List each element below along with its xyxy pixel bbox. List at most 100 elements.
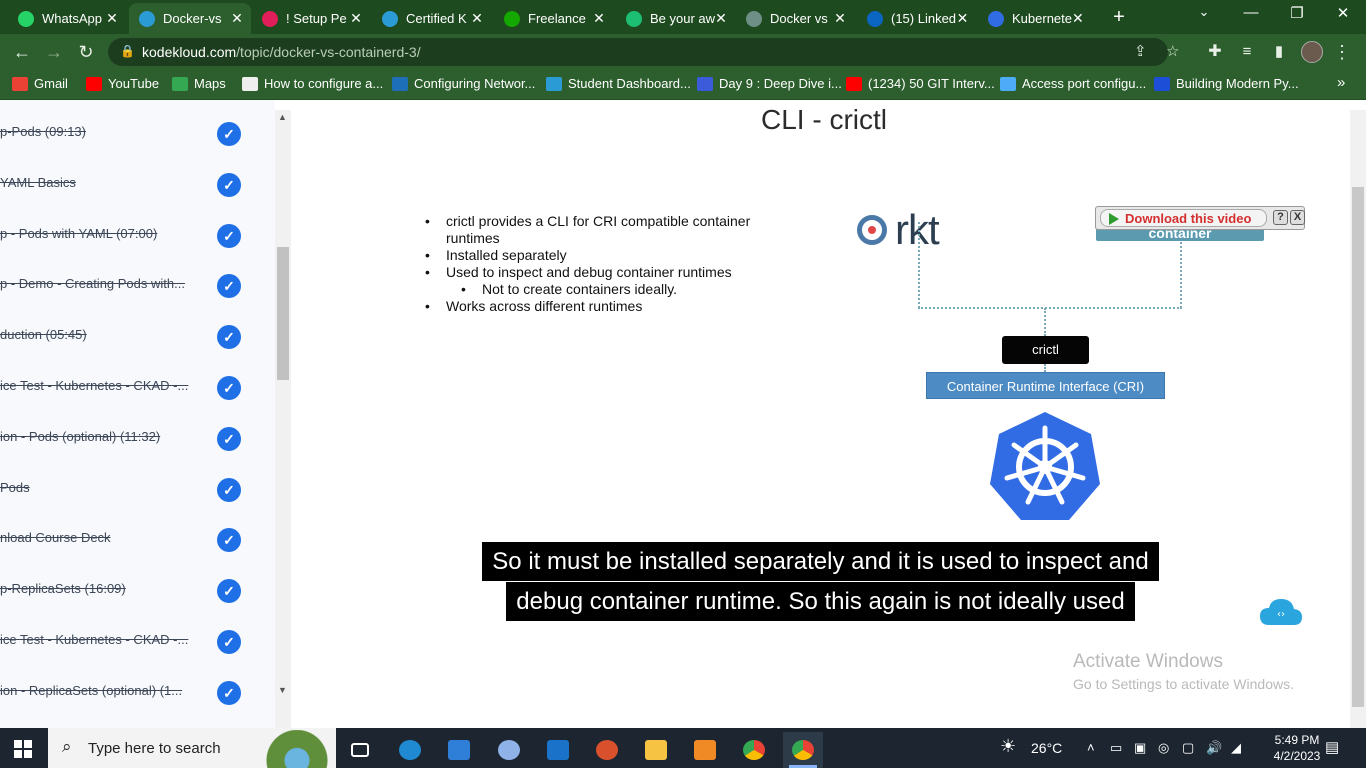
edge-icon[interactable]: [390, 732, 430, 768]
kodekloud-cloud-logo-icon[interactable]: ‹›: [1259, 597, 1303, 627]
address-bar[interactable]: 🔒 kodekloud.com/topic/docker-vs-containe…: [108, 38, 1179, 66]
bookmark-item[interactable]: Day 9 : Deep Dive i...: [697, 76, 842, 91]
bookmark-item[interactable]: (1234) 50 GIT Interv...: [846, 76, 995, 91]
chrome-icon[interactable]: [734, 732, 774, 768]
webcam-icon[interactable]: ◎: [1158, 740, 1170, 755]
completed-check-icon[interactable]: ✓: [217, 680, 241, 705]
page-scroll-thumb[interactable]: [1352, 187, 1364, 707]
lesson-item[interactable]: p-ReplicaSets (16:09)✓: [0, 569, 260, 609]
close-tab-icon[interactable]: ✕: [1072, 10, 1084, 26]
bookmark-item[interactable]: Student Dashboard...: [546, 76, 691, 91]
close-window-button[interactable]: ✕: [1336, 5, 1350, 22]
close-tab-icon[interactable]: ✕: [593, 10, 605, 26]
tray-chevron-icon[interactable]: ˄: [1087, 740, 1095, 755]
download-video-button[interactable]: Download this video: [1100, 209, 1267, 227]
close-download-bar-button[interactable]: X: [1290, 210, 1305, 225]
browser-tab[interactable]: Freelance✕: [494, 3, 613, 34]
back-arrow-icon[interactable]: ←: [13, 42, 31, 62]
lesson-item[interactable]: ion - ReplicaSets (optional) (1...✓: [0, 671, 260, 711]
microsoft-store-icon[interactable]: [439, 732, 479, 768]
weather-sun-icon[interactable]: ☀: [1000, 736, 1017, 756]
restore-button[interactable]: ❐: [1290, 5, 1304, 22]
close-tab-icon[interactable]: ✕: [350, 10, 362, 26]
bookmarks-overflow-button[interactable]: »: [1337, 74, 1346, 91]
scroll-down-arrow-icon[interactable]: ▼: [278, 685, 287, 695]
side-panel-icon[interactable]: ▮: [1274, 43, 1284, 60]
taskbar-search-box[interactable]: ⌕ Type here to search: [48, 728, 336, 768]
browser-tab[interactable]: ! Setup Pe✕: [252, 3, 370, 34]
app-gear-icon[interactable]: [685, 732, 725, 768]
completed-check-icon[interactable]: ✓: [217, 528, 241, 553]
chrome-active-window-icon[interactable]: [783, 732, 823, 768]
sidebar-scrollbar[interactable]: ▲ ▼: [275, 110, 291, 728]
reload-icon[interactable]: ↻: [78, 42, 94, 62]
app-snail-icon[interactable]: [587, 732, 627, 768]
file-explorer-icon[interactable]: [636, 732, 676, 768]
completed-check-icon[interactable]: ✓: [217, 223, 241, 248]
task-view-icon[interactable]: [340, 732, 380, 768]
completed-check-icon[interactable]: ✓: [217, 630, 241, 654]
lesson-item[interactable]: ice Test - Kubernetes - CKAD -...✓: [0, 620, 260, 660]
help-icon[interactable]: ?: [1273, 210, 1288, 225]
windows-start-icon[interactable]: [14, 740, 32, 758]
browser-tab[interactable]: WhatsApp✕: [8, 3, 126, 34]
profile-avatar[interactable]: [1301, 41, 1323, 63]
close-tab-icon[interactable]: ✕: [956, 10, 969, 26]
display-icon[interactable]: ▢: [1182, 740, 1195, 755]
weather-temperature[interactable]: 26°C: [1031, 740, 1063, 756]
lesson-item[interactable]: p-Pods (09:13)✓: [0, 112, 260, 152]
close-tab-icon[interactable]: ✕: [834, 10, 846, 26]
completed-check-icon[interactable]: ✓: [217, 579, 241, 604]
bookmark-item[interactable]: Maps: [172, 76, 226, 91]
browser-tab[interactable]: Docker-vs✕: [129, 3, 251, 34]
bookmark-item[interactable]: How to configure a...: [242, 76, 383, 91]
lesson-item[interactable]: nload Course Deck✓: [0, 518, 260, 558]
wifi-icon[interactable]: ◢: [1231, 740, 1241, 755]
close-tab-icon[interactable]: ✕: [106, 10, 118, 26]
completed-check-icon[interactable]: ✓: [217, 325, 241, 350]
close-tab-icon[interactable]: ✕: [231, 10, 243, 26]
bookmark-item[interactable]: Configuring Networ...: [392, 76, 535, 91]
menu-kebab-icon[interactable]: ⋮: [1333, 42, 1351, 62]
mail-icon[interactable]: [538, 732, 578, 768]
lesson-item[interactable]: p - Pods with YAML (07:00)✓: [0, 214, 260, 254]
close-tab-icon[interactable]: ✕: [471, 10, 483, 26]
forward-arrow-icon[interactable]: →: [45, 42, 63, 62]
lesson-item[interactable]: Pods✓: [0, 468, 260, 508]
browser-tab[interactable]: Be your aw✕: [616, 3, 733, 34]
lesson-item[interactable]: YAML Basics✓: [0, 163, 260, 203]
lesson-item[interactable]: p - Demo - Creating Pods with...✓: [0, 264, 260, 304]
completed-check-icon[interactable]: ✓: [217, 122, 241, 146]
lesson-item[interactable]: ice Test - Kubernetes - CKAD -...✓: [0, 366, 260, 406]
completed-check-icon[interactable]: ✓: [217, 274, 241, 299]
bookmark-star-icon[interactable]: ☆: [1166, 43, 1180, 60]
bookmark-item[interactable]: YouTube: [86, 76, 159, 91]
new-tab-button[interactable]: +: [1113, 6, 1125, 28]
completed-check-icon[interactable]: ✓: [217, 426, 241, 451]
lesson-item[interactable]: ion - Pods (optional) (11:32)✓: [0, 417, 260, 457]
completed-check-icon[interactable]: ✓: [217, 172, 241, 197]
close-tab-icon[interactable]: ✕: [715, 10, 727, 26]
scroll-up-arrow-icon[interactable]: ▲: [278, 112, 287, 122]
browser-tab[interactable]: Kubernete✕: [978, 3, 1084, 34]
volume-icon[interactable]: 🔊: [1206, 740, 1223, 755]
minimize-button[interactable]: —: [1243, 4, 1259, 21]
lesson-item[interactable]: duction (05:45)✓: [0, 315, 260, 355]
completed-check-icon[interactable]: ✓: [217, 477, 241, 502]
tab-search-chevron-icon[interactable]: ⌄: [1198, 4, 1210, 19]
meet-now-icon[interactable]: ▣: [1134, 740, 1147, 755]
browser-tab[interactable]: Certified K✕: [372, 3, 491, 34]
app-moon-icon[interactable]: [489, 732, 529, 768]
page-scrollbar[interactable]: [1350, 110, 1366, 728]
notification-icon[interactable]: ▤: [1325, 739, 1340, 756]
share-icon[interactable]: ⇪: [1134, 43, 1147, 60]
battery-icon[interactable]: ▭: [1110, 740, 1123, 755]
video-player[interactable]: CLI - crictl crictl provides a CLI for C…: [291, 104, 1350, 728]
browser-tab[interactable]: Docker vs✕: [736, 3, 854, 34]
bookmark-item[interactable]: Gmail: [12, 76, 68, 91]
bookmark-item[interactable]: Building Modern Py...: [1154, 76, 1299, 91]
completed-check-icon[interactable]: ✓: [217, 376, 241, 400]
bookmark-item[interactable]: Access port configu...: [1000, 76, 1146, 91]
media-control-icon[interactable]: ≡: [1242, 43, 1252, 60]
sidebar-scroll-thumb[interactable]: [277, 247, 289, 380]
